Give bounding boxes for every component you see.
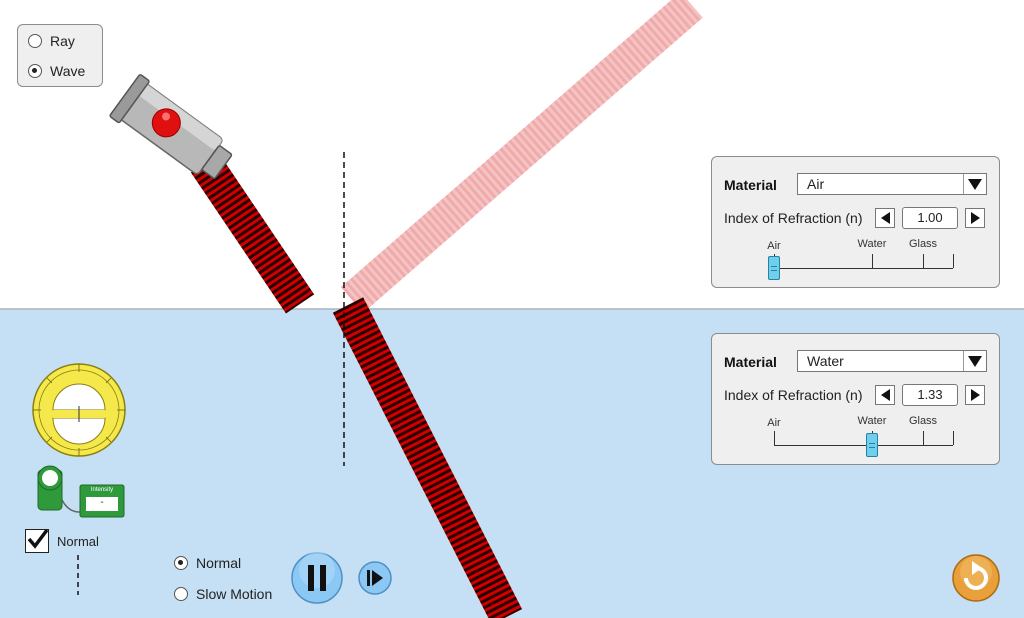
protractor-tool[interactable]: [32, 363, 126, 457]
intensity-meter-value: -: [100, 497, 104, 508]
step-button[interactable]: [358, 561, 392, 595]
radio-wave-circle[interactable]: [28, 64, 42, 78]
top-ior-label: Index of Refraction (n): [724, 210, 863, 226]
speed-normal-label: Normal: [196, 555, 242, 571]
radio-wave-label: Wave: [50, 63, 86, 79]
top-material-value: Air: [807, 176, 825, 192]
speed-normal-radio[interactable]: Normal: [174, 555, 241, 571]
chevron-down-icon[interactable]: [963, 351, 986, 371]
radio-ray-label: Ray: [50, 33, 75, 49]
radio-ray[interactable]: Ray: [28, 33, 75, 49]
top-slider-label-glass: Glass: [908, 238, 938, 250]
speed-slow-circle[interactable]: [174, 587, 188, 601]
bottom-medium-panel: Material Water Index of Refraction (n) 1…: [711, 333, 1000, 465]
intensity-meter-label: Intensity: [90, 487, 114, 493]
chevron-down-icon[interactable]: [963, 174, 986, 194]
bottom-slider-label-air: Air: [767, 417, 781, 429]
top-material-select[interactable]: Air: [797, 173, 987, 195]
speed-slow-radio[interactable]: Slow Motion: [174, 586, 272, 602]
top-slider-tick: [923, 254, 924, 268]
bottom-slider-tick: [953, 431, 954, 445]
speed-slow-label: Slow Motion: [196, 586, 273, 602]
refracted-beam: [332, 297, 523, 618]
top-ior-increase-button[interactable]: [965, 208, 985, 228]
top-slider-track[interactable]: [774, 268, 953, 269]
intensity-meter[interactable]: [37, 465, 125, 518]
laser-on-button[interactable]: [147, 103, 186, 142]
reset-arrow-icon: [972, 561, 982, 575]
reset-button[interactable]: [952, 554, 1000, 602]
bottom-slider-tick: [774, 431, 775, 445]
radio-ray-circle[interactable]: [28, 34, 42, 48]
bottom-material-select[interactable]: Water: [797, 350, 987, 372]
top-slider-tick: [953, 254, 954, 268]
bottom-slider-label-glass: Glass: [908, 415, 938, 427]
bottom-material-label: Material: [724, 354, 777, 370]
top-material-label: Material: [724, 177, 777, 193]
bottom-material-value: Water: [807, 353, 844, 369]
checkmark-icon: [27, 528, 49, 549]
laser-pointer[interactable]: [109, 74, 238, 188]
radio-wave[interactable]: Wave: [28, 63, 85, 79]
top-slider-label-air: Air: [767, 240, 781, 252]
top-slider-tick: [872, 254, 873, 268]
view-mode-panel: Ray Wave: [17, 24, 103, 87]
top-slider-label-water: Water: [857, 238, 887, 250]
top-slider-thumb[interactable]: [768, 256, 780, 280]
reflected-beam: [340, 0, 703, 313]
bottom-slider-tick: [923, 431, 924, 445]
normal-checkbox[interactable]: [25, 528, 49, 553]
bottom-slider-label-water: Water: [857, 415, 887, 427]
bottom-slider-thumb[interactable]: [866, 433, 878, 457]
normal-checkbox-label: Normal: [57, 534, 99, 549]
bottom-ior-decrease-button[interactable]: [875, 385, 895, 405]
bottom-ior-increase-button[interactable]: [965, 385, 985, 405]
speed-normal-circle[interactable]: [174, 556, 188, 570]
bottom-slider-track[interactable]: [774, 445, 953, 446]
top-medium-panel: Material Air Index of Refraction (n) 1.0…: [711, 156, 1000, 288]
top-ior-value[interactable]: 1.00: [902, 207, 958, 229]
top-ior-decrease-button[interactable]: [875, 208, 895, 228]
bottom-ior-label: Index of Refraction (n): [724, 387, 863, 403]
pause-button[interactable]: [291, 552, 343, 604]
bottom-ior-value[interactable]: 1.33: [902, 384, 958, 406]
incident-beam: [190, 153, 315, 314]
